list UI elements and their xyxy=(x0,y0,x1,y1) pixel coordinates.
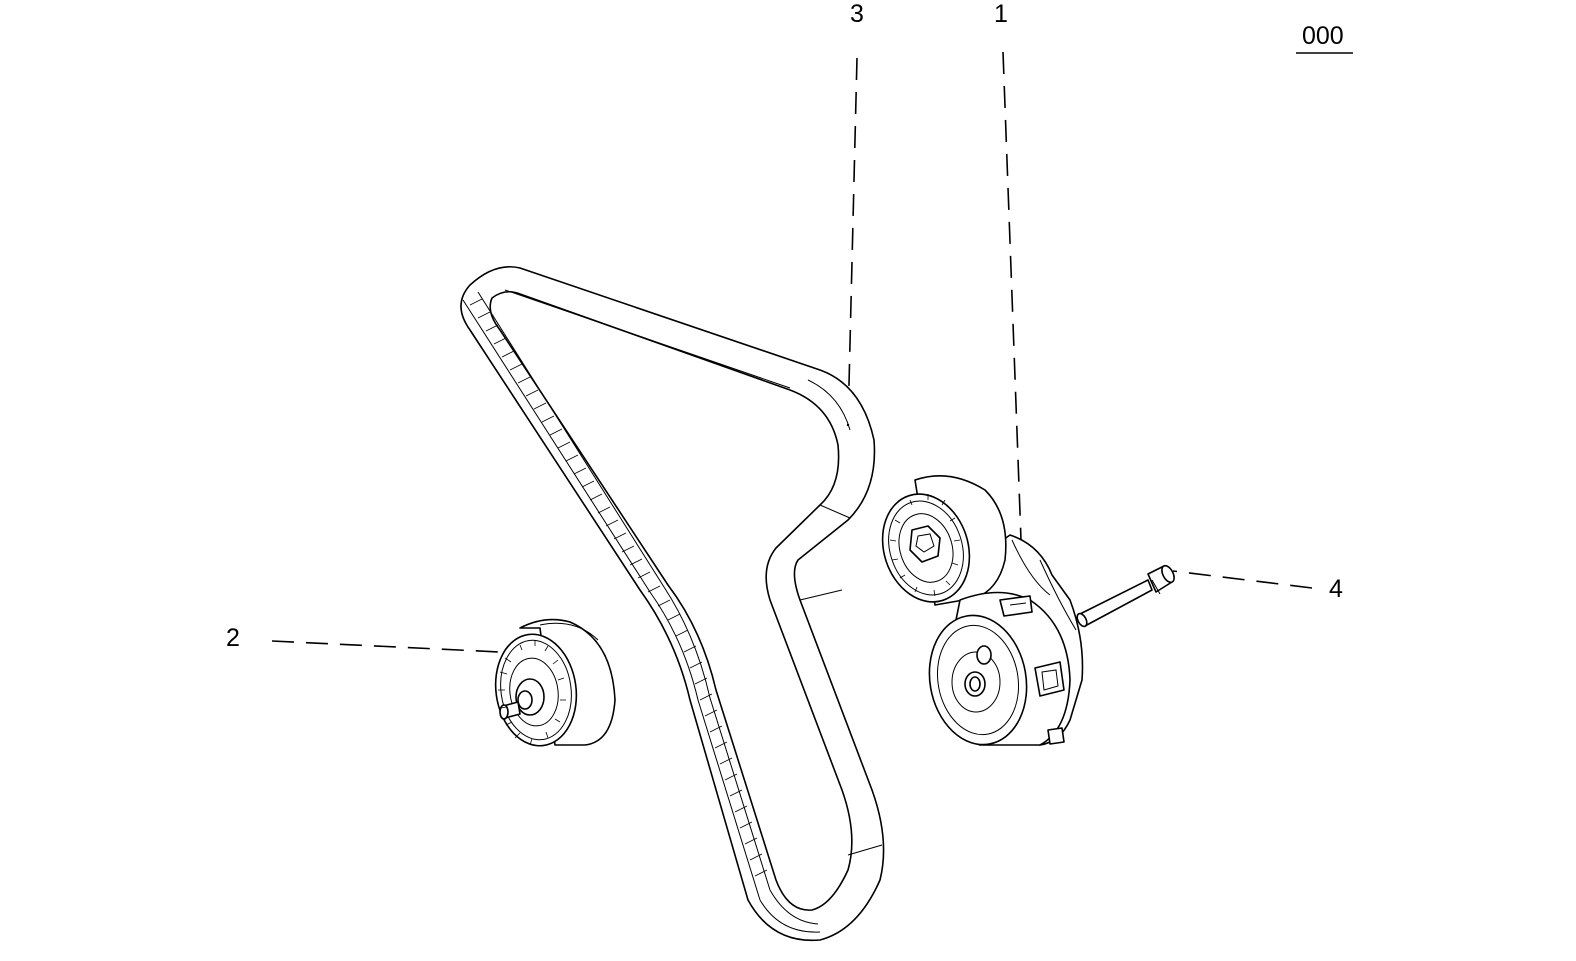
callout-4-label[interactable]: 4 xyxy=(1329,575,1343,603)
callout-3-anchor xyxy=(846,423,850,427)
callout-1-label[interactable]: 1 xyxy=(994,0,1008,28)
callout-2-label[interactable]: 2 xyxy=(226,624,240,652)
callout-4-leader xyxy=(1172,570,1313,589)
drawing-number-text: 000 xyxy=(1302,22,1344,50)
callout-3-leader xyxy=(847,57,858,426)
belt-tensioner-assembly xyxy=(881,474,1084,746)
callout-1-leader xyxy=(1002,51,1022,541)
idler-pulley xyxy=(494,618,616,747)
mounting-bolt xyxy=(1076,564,1175,628)
callout-3-label[interactable]: 3 xyxy=(850,0,864,28)
callout-2-leader xyxy=(271,640,501,653)
drawing-number: 000 xyxy=(1296,22,1353,54)
poly-v-belt xyxy=(460,266,885,942)
